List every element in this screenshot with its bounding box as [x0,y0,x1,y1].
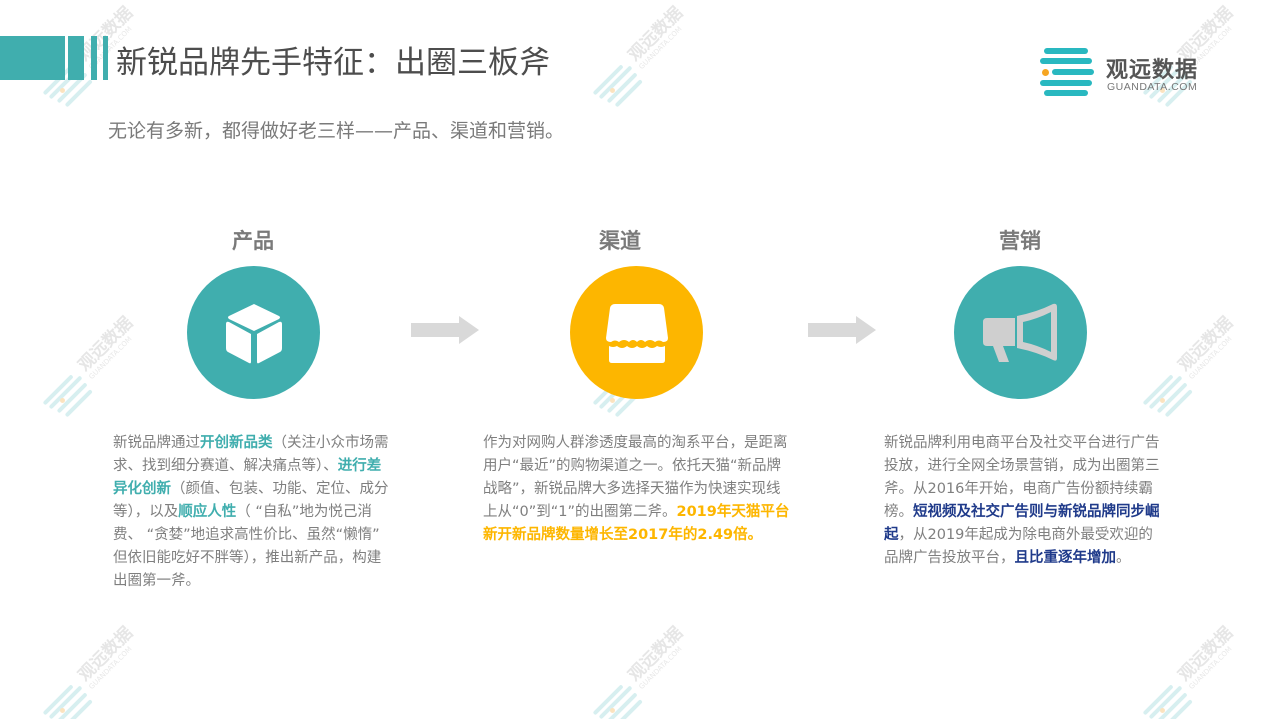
watermark-text: 观远数据 [624,623,687,686]
highlight-text: 开创新品类 [200,435,273,451]
watermark-domain: GUANDATA.COM [87,334,134,382]
guandata-logo: 观远数据 GUANDATA.COM [1040,44,1220,100]
highlight-text: 且比重逐年增加 [1014,550,1117,566]
watermark-text: 观远数据 [74,623,137,686]
highlight-text: 短视频及社交广告则与新锐品牌同步崛 起 [884,504,1174,543]
description-text: 新锐品牌利用电商平台及社交平台进行广告 投放，进行全网全场景营销，成为出圈第三 … [884,435,1168,520]
accent-bar [0,36,65,80]
cube-icon [225,303,282,363]
heading-product: 产品 [232,229,274,253]
watermark-domain: GUANDATA.COM [1187,334,1234,382]
watermark-domain: GUANDATA.COM [1187,644,1234,692]
logo-lines-icon [1040,44,1096,100]
accent-bar [68,36,84,80]
watermark-text: 观远数据 [74,313,137,376]
heading-channel: 渠道 [599,229,641,253]
logo-name: 观远数据 [1106,58,1199,83]
description-text: 。 [1116,550,1131,566]
watermark-domain: GUANDATA.COM [637,644,684,692]
description-text: 作为对网购人群渗透度最高的淘系平台，是距离用户“最近”的购物渠道之一。依托天猫“… [483,435,788,520]
watermark-domain: GUANDATA.COM [637,24,684,72]
heading-marketing: 营销 [999,229,1041,253]
watermark-text: 观远数据 [1174,313,1237,376]
page-title: 新锐品牌先手特征：出圈三板斧 [116,45,550,81]
description-text: （ “自私”地为悦己消 费、 “贪婪”地追求高性价比、虽然“懒惰” 但依旧能吃好… [113,504,382,589]
storefront-icon [605,303,668,363]
highlight-text: 2019年天猫平台新开新品牌数量增长至2017年的2.49倍。 [483,504,790,543]
channel-circle [570,266,703,399]
page-subtitle: 无论有多新，都得做好老三样——产品、渠道和营销。 [108,120,565,142]
watermark-text: 观远数据 [624,3,687,66]
watermark-domain: GUANDATA.COM [87,644,134,692]
arrow-right-icon [808,316,876,344]
accent-bar [91,36,97,80]
description-text: （颜值、包装、功能、定位、成分 等），以及 [113,481,389,520]
marketing-circle [954,266,1087,399]
product-description: 新锐品牌通过开创新品类（关注小众市场需 求、找到细分赛道、解决痛点等）、进行差 … [113,432,395,593]
description-text: 新锐品牌通过 [113,435,200,451]
highlight-text: 顺应人性 [178,504,237,520]
channel-description: 作为对网购人群渗透度最高的淘系平台，是距离用户“最近”的购物渠道之一。依托天猫“… [483,432,793,547]
accent-bar [103,36,108,80]
highlight-text: 进行差 异化创新 [113,458,382,497]
description-text: ，从2019年起成为除电商外最受欢迎的 品牌广告投放平台， [884,527,1168,566]
product-circle [187,266,320,399]
arrow-right-icon [411,316,479,344]
watermark-text: 观远数据 [1174,623,1237,686]
logo-domain: GUANDATA.COM [1107,81,1198,93]
marketing-description: 新锐品牌利用电商平台及社交平台进行广告 投放，进行全网全场景营销，成为出圈第三 … [884,432,1174,570]
description-text: （关注小众市场需 求、找到细分赛道、解决痛点等）、 [113,435,389,474]
megaphone-icon [982,303,1057,362]
